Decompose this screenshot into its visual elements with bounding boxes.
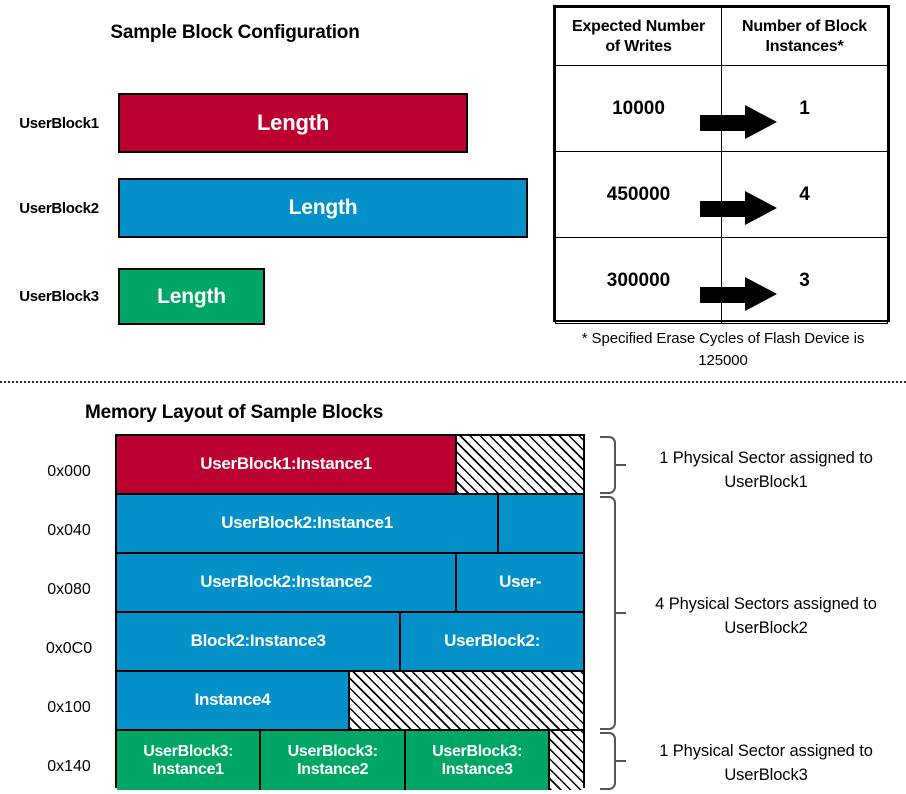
header-expected-writes-line2: of Writes — [605, 37, 672, 55]
memory-segment-userblock3-instance1-line2: Instance1 — [152, 760, 224, 778]
cell-writes-3: 300000 — [555, 237, 722, 324]
memory-segment-userblock3-instance3-line2: Instance3 — [441, 760, 513, 778]
annotation-userblock1-line2: UserBlock1 — [724, 472, 808, 491]
memory-segment-userblock3-instance2-line2: Instance2 — [297, 760, 369, 778]
writes-instances-table: Expected Number of Writes Number of Bloc… — [553, 5, 890, 324]
memory-segment-userblock2-continued — [499, 495, 583, 552]
annotation-userblock1-line1: 1 Physical Sector assigned to — [659, 449, 873, 467]
memory-segment-userblock2-partial: UserBlock2: — [401, 613, 583, 670]
annotation-userblock1: 1 Physical Sector assigned to UserBlock1 — [632, 447, 900, 495]
memory-segment-userblock2-instance2: UserBlock2:Instance2 — [117, 554, 458, 611]
memory-row-0x100: Instance4 — [117, 672, 583, 731]
header-block-instances-line1: Number of Block — [741, 17, 868, 35]
memory-segment-userblock3-instance1: UserBlock3: Instance1 — [117, 731, 262, 790]
address-label-0x040: 0x040 — [47, 522, 91, 539]
memory-row-0x000: UserBlock1:Instance1 — [117, 436, 583, 495]
memory-segment-userblock3-instance1-line1: UserBlock3: — [143, 742, 234, 760]
cell-writes-2: 450000 — [555, 151, 722, 238]
annotation-userblock2: 4 Physical Sectors assigned to UserBlock… — [632, 593, 900, 641]
header-expected-writes-line1: Expected Number — [571, 17, 706, 35]
config-row-userblock2: UserBlock2 Length — [0, 178, 540, 238]
brace-tick-userblock1 — [614, 464, 626, 466]
memory-segment-userblock1-instance1: UserBlock1:Instance1 — [117, 436, 458, 493]
config-bar-userblock1: Length — [118, 93, 468, 153]
memory-segment-free-space — [550, 731, 583, 790]
table-footnote: * Specified Erase Cycles of Flash Device… — [553, 328, 893, 372]
memory-segment-userblock3-instance3-line1: UserBlock3: — [432, 742, 523, 760]
memory-row-0x140: UserBlock3: Instance1 UserBlock3: Instan… — [117, 731, 583, 790]
address-label-0x0C0: 0x0C0 — [45, 640, 93, 657]
brace-tick-userblock2 — [614, 612, 626, 614]
header-block-instances: Number of Block Instances* — [721, 7, 888, 66]
memory-segment-block2-instance3: Block2:Instance3 — [117, 613, 402, 670]
header-block-instances-line2: Instances* — [765, 37, 844, 55]
table-header-row: Expected Number of Writes Number of Bloc… — [555, 7, 888, 66]
config-title: Sample Block Configuration — [110, 22, 360, 43]
address-label-0x140: 0x140 — [47, 758, 91, 775]
cell-instances-2: 4 — [721, 151, 888, 238]
memory-row-0x0C0: Block2:Instance3 UserBlock2: — [117, 613, 583, 672]
section-divider — [0, 381, 906, 383]
address-label-0x080: 0x080 — [47, 581, 91, 598]
cell-writes-1: 10000 — [555, 65, 722, 152]
config-label-userblock2: UserBlock2 — [19, 199, 99, 217]
memory-segment-free-space — [350, 672, 583, 729]
memory-row-0x040: UserBlock2:Instance1 — [117, 495, 583, 554]
brace-tick-userblock3 — [614, 760, 626, 762]
cell-instances-1: 1 — [721, 65, 888, 152]
memory-segment-free-space — [457, 436, 583, 493]
config-row-userblock3: UserBlock3 Length — [0, 268, 540, 325]
header-expected-writes: Expected Number of Writes — [555, 7, 722, 66]
config-label-userblock3: UserBlock3 — [19, 288, 99, 305]
sample-block-configuration-panel: Sample Block Configuration UserBlock1 Le… — [0, 0, 540, 380]
memory-segment-userblock3-instance3: UserBlock3: Instance3 — [405, 731, 551, 790]
config-row-userblock1: UserBlock1 Length — [0, 93, 540, 153]
table-footnote-line2: 125000 — [698, 351, 748, 369]
table-row: 10000 1 — [555, 65, 888, 152]
config-label-userblock1: UserBlock1 — [19, 114, 99, 132]
memory-segment-userblock3-instance2: UserBlock3: Instance2 — [261, 731, 406, 790]
memory-segment-userblock3-instance2-line1: UserBlock3: — [287, 742, 378, 760]
annotation-userblock3: 1 Physical Sector assigned to UserBlock3 — [632, 740, 900, 788]
memory-layout-title: Memory Layout of Sample Blocks — [85, 402, 384, 423]
memory-row-0x080: UserBlock2:Instance2 User- — [117, 554, 583, 613]
memory-segment-userblock2-instance1: UserBlock2:Instance1 — [117, 495, 500, 552]
annotation-userblock3-line1: 1 Physical Sector assigned to — [659, 742, 873, 760]
annotation-userblock3-line2: UserBlock3 — [724, 765, 808, 784]
address-label-0x000: 0x000 — [47, 463, 91, 480]
memory-segment-user-partial: User- — [457, 554, 583, 611]
address-label-0x100: 0x100 — [47, 699, 91, 716]
table-row: 300000 3 — [555, 237, 888, 324]
annotation-userblock2-line2: UserBlock2 — [724, 618, 808, 637]
table-row: 450000 4 — [555, 151, 888, 238]
cell-instances-3: 3 — [721, 237, 888, 324]
table-footnote-line1: * Specified Erase Cycles of Flash Device… — [581, 330, 865, 347]
annotation-userblock2-line1: 4 Physical Sectors assigned to — [655, 595, 877, 613]
memory-layout-grid: UserBlock1:Instance1 UserBlock2:Instance… — [115, 434, 585, 790]
memory-segment-instance4: Instance4 — [117, 672, 350, 729]
config-bar-userblock2: Length — [118, 178, 528, 238]
config-bar-userblock3: Length — [118, 268, 265, 325]
